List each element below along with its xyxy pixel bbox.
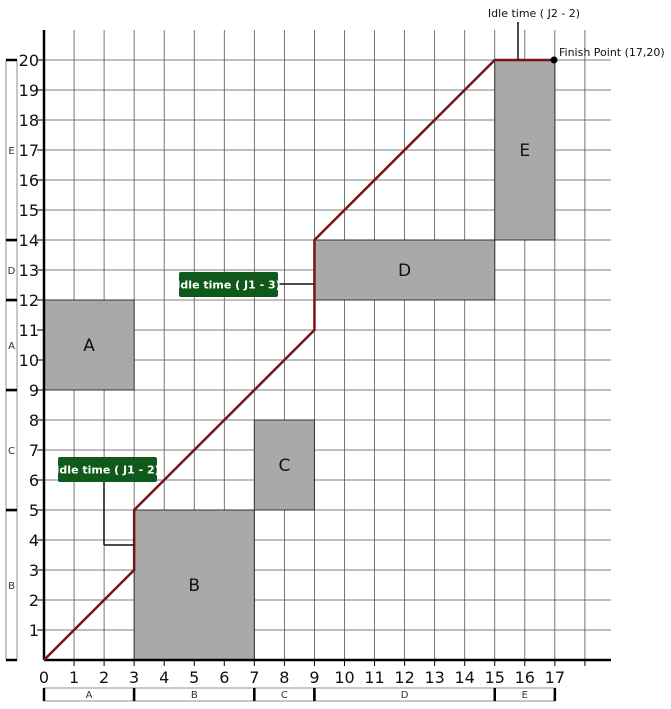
y-tick-label: 19 [19, 81, 39, 100]
task-rect-label: D [398, 261, 411, 281]
x-tick-label: 1 [69, 668, 79, 687]
y-tick-label: 15 [19, 201, 39, 220]
y-tick-label: 1 [29, 621, 39, 640]
schedule-path [43, 58, 555, 661]
x-tick-label: 14 [455, 668, 475, 687]
schedule-path-line [43, 58, 555, 661]
callout-j1-2-text: Idle time ( J1 - 2) [55, 464, 159, 477]
y-segment-label: E [8, 146, 14, 157]
y-tick-label: 11 [19, 321, 39, 340]
finish-point-label: Finish Point (17,20) [559, 46, 665, 59]
x-segment-label: E [522, 690, 528, 701]
axis-segments: A B C D E B C A D E [5, 58, 557, 702]
x-tick-label: 8 [279, 668, 289, 687]
y-tick-label: 14 [19, 231, 39, 250]
task-rect-c [253, 419, 315, 511]
task-rect-a [43, 299, 135, 391]
finish-point-marker [550, 56, 558, 64]
y-tick-label: 16 [19, 171, 39, 190]
x-tick-label: 7 [249, 668, 259, 687]
y-tick-label: 3 [29, 561, 39, 580]
callout-j1-3-box [179, 272, 278, 297]
y-tick-label: 20 [19, 51, 39, 70]
y-tick-label: 4 [29, 531, 39, 550]
x-tick-label: 15 [485, 668, 505, 687]
y-segment-label: B [8, 581, 15, 592]
axes [37, 30, 611, 666]
y-tick-label: 9 [29, 381, 39, 400]
y-tick-label: 7 [29, 441, 39, 460]
y-tick-label: 5 [29, 501, 39, 520]
task-rect-e [494, 59, 556, 241]
x-tick-label: 10 [334, 668, 354, 687]
task-rect-label: A [83, 336, 95, 356]
x-tick-label: 17 [545, 668, 565, 687]
x-tick-label: 13 [424, 668, 444, 687]
y-tick-label: 10 [19, 351, 39, 370]
annotations: Idle time ( J1 - 2) Idle time ( J1 - 3) … [55, 7, 665, 546]
x-segment-label: D [401, 690, 409, 701]
x-tick-label: 16 [515, 668, 535, 687]
y-tick-label: 2 [29, 591, 39, 610]
y-tick-label: 18 [19, 111, 39, 130]
x-tick-label: 5 [189, 668, 199, 687]
y-tick-label: 13 [19, 261, 39, 280]
x-tick-label: 4 [159, 668, 169, 687]
y-segment-label: C [8, 446, 15, 457]
x-tick-label: 12 [394, 668, 414, 687]
y-tick-label: 8 [29, 411, 39, 430]
task-rect-d [313, 239, 496, 301]
callout-j1-3-text: Idle time ( J1 - 3) [176, 279, 280, 292]
x-segment-label: C [281, 690, 288, 701]
x-tick-label: 11 [364, 668, 384, 687]
x-tick-label: 3 [129, 668, 139, 687]
task-rectangles: A B C D E [43, 59, 556, 661]
task-rect-label: B [188, 576, 200, 596]
x-tick-label: 6 [219, 668, 229, 687]
y-tick-label: 17 [19, 141, 39, 160]
x-tick-label: 9 [309, 668, 319, 687]
y-tick-label: 6 [29, 471, 39, 490]
x-tick-label: 2 [99, 668, 109, 687]
task-rect-label: C [278, 456, 290, 476]
callout-j2-2-text: Idle time ( J2 - 2) [488, 7, 580, 20]
task-rect-label: E [519, 141, 530, 161]
x-tick-label: 0 [39, 668, 49, 687]
y-segment-label: D [8, 266, 16, 277]
y-tick-label: 12 [19, 291, 39, 310]
task-rect-b [133, 509, 255, 661]
x-segment-label: A [86, 690, 93, 701]
y-segment-label: A [8, 341, 15, 352]
callout-j1-2-box [58, 457, 157, 482]
x-segment-label: B [191, 690, 198, 701]
